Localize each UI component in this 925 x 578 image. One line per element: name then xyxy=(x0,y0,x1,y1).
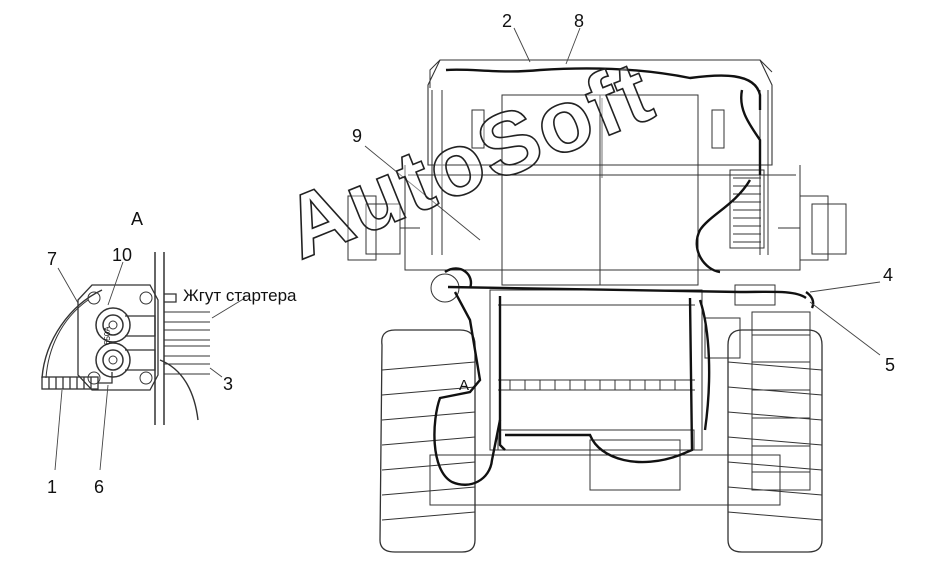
detail-view-a xyxy=(41,252,246,471)
wiring-harness xyxy=(433,67,815,486)
callout-6: 6 xyxy=(94,477,105,497)
thin-wire-right xyxy=(159,359,199,421)
callout-9: 9 xyxy=(352,126,363,146)
leader-lines-machine xyxy=(364,27,881,356)
relay-marking: 650A xyxy=(103,326,112,345)
callout-8: 8 xyxy=(574,11,585,31)
machine-rear-view xyxy=(347,59,847,553)
harness-side-right xyxy=(695,179,752,274)
view-a-marker: А xyxy=(459,377,470,394)
harness-rear-axle xyxy=(505,433,681,464)
ladder xyxy=(751,311,811,491)
wheel-left xyxy=(379,329,476,553)
harness-left-loop xyxy=(433,291,502,486)
cable-lug-lower xyxy=(125,349,156,371)
starter-harness-label: Жгут стартера xyxy=(183,286,297,305)
callout-5: 5 xyxy=(885,355,896,375)
callout-4: 4 xyxy=(883,265,894,285)
relay-base-plate xyxy=(77,284,159,391)
mirror-left xyxy=(347,195,420,261)
callout-3: 3 xyxy=(223,374,234,394)
wheel-right xyxy=(727,329,823,553)
leader-lines-view-a xyxy=(54,261,246,471)
radiator-grille xyxy=(729,169,765,249)
callout-7: 7 xyxy=(47,249,58,269)
callout-1: 1 xyxy=(47,477,58,497)
starter-cable-lower xyxy=(164,345,210,375)
callout-10: 10 xyxy=(112,245,133,265)
cable-lug-upper xyxy=(125,315,156,337)
mirror-right xyxy=(778,195,847,261)
starter-cable-upper xyxy=(164,311,210,341)
callout-2: 2 xyxy=(502,11,513,31)
relay-terminal-upper xyxy=(95,307,131,343)
rear-axle xyxy=(429,454,781,506)
thin-wire-left xyxy=(41,289,103,379)
stud-nut xyxy=(164,293,177,303)
relay-terminal-lower xyxy=(95,342,131,378)
harness-roof-2-8 xyxy=(445,67,762,110)
view-a-title: А xyxy=(131,209,144,229)
engine-compartment xyxy=(489,289,703,451)
harness-main-9 xyxy=(447,285,807,300)
